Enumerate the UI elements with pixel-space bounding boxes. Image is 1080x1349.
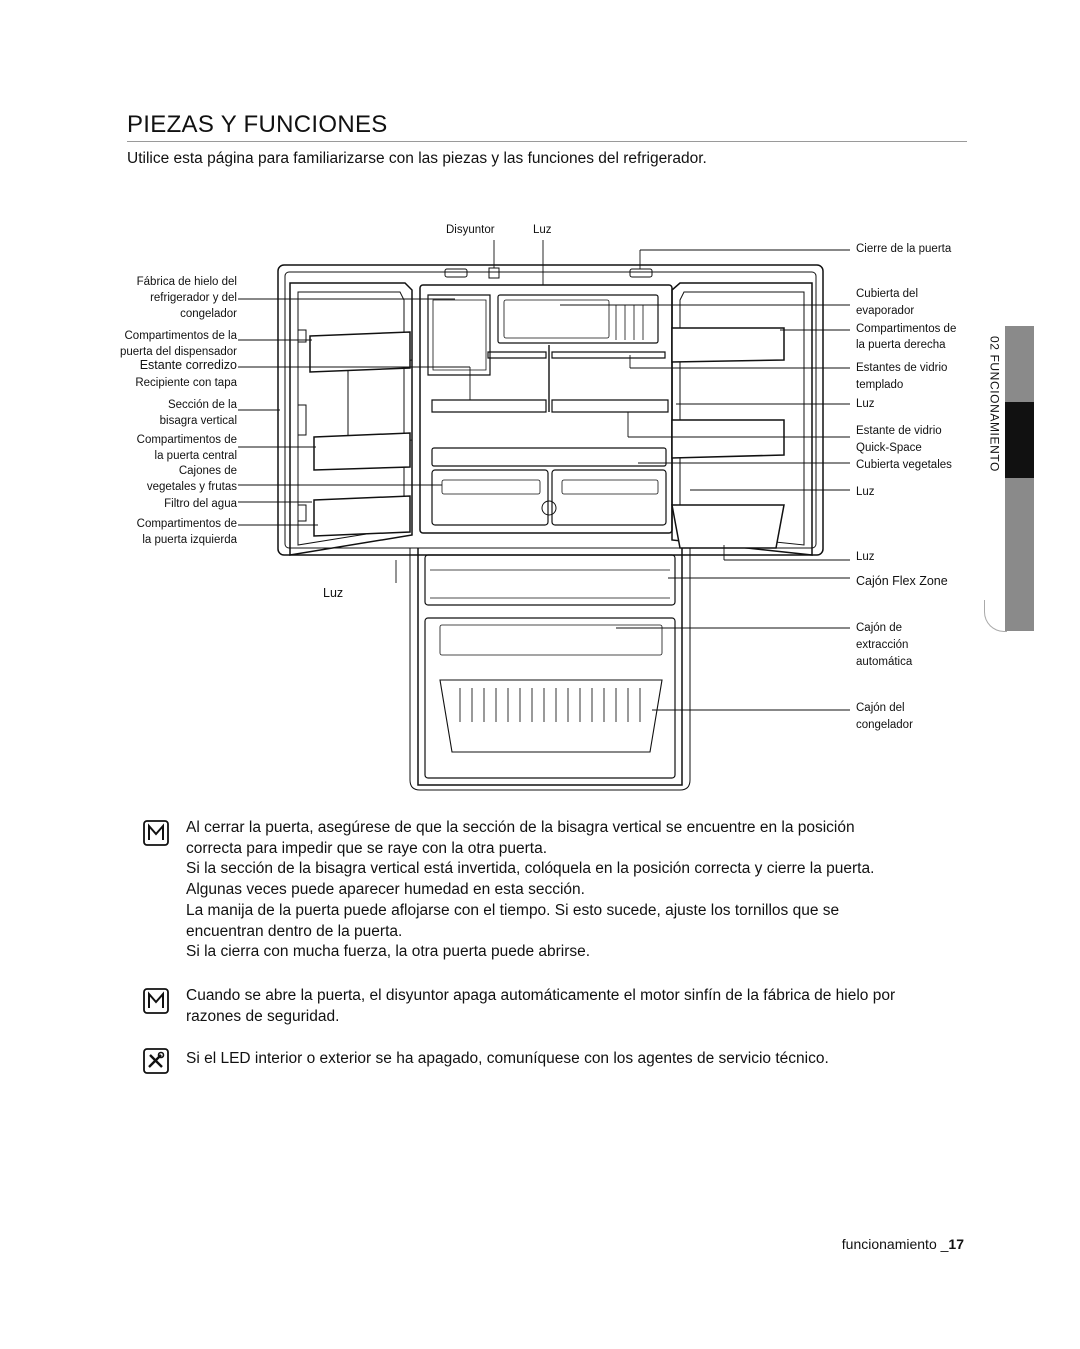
note-1-line-1: Al cerrar la puerta, asegúrese de que la…: [186, 819, 855, 836]
label-luz-right-3: Luz: [856, 551, 875, 563]
chapter-tab: [984, 326, 1005, 631]
label-compart-dispensador-2: puerta del dispensador: [120, 346, 237, 358]
label-seccion-bisagra-1: Sección de la: [167, 399, 237, 411]
label-cajon-congelador-1: Cajón del: [856, 702, 905, 714]
intro-text: Utilice esta página para familiarizarse …: [127, 150, 707, 167]
chapter-tab-gray-bottom: [1005, 478, 1034, 631]
label-compart-izquierda-2: la puerta izquierda: [142, 534, 237, 546]
label-recipiente-tapa: Recipiente con tapa: [135, 377, 237, 389]
label-fabrica-hielo-1: Fábrica de hielo del: [136, 276, 237, 288]
label-cajones-1: Cajones de: [178, 465, 237, 477]
note-icon: [143, 988, 169, 1014]
label-cajones-2: vegetales y frutas: [146, 481, 237, 493]
label-compart-izquierda-1: Compartimentos de: [136, 518, 237, 530]
footer-section: funcionamiento _: [841, 1236, 949, 1252]
label-compart-dispensador-1: Compartimentos de la: [124, 330, 238, 342]
label-luz-right-2: Luz: [856, 486, 875, 498]
label-compart-derecha-1: Compartimentos de: [856, 323, 957, 335]
note-3-line-1: Si el LED interior o exterior se ha apag…: [186, 1050, 829, 1067]
note-icon: [143, 820, 169, 846]
chapter-tab-gray-top: [1005, 326, 1034, 402]
note-block-2: Cuando se abre la puerta, el disyuntor a…: [186, 986, 946, 1027]
title-divider: [127, 141, 967, 142]
label-cubierta-evaporador-1: Cubierta del: [856, 288, 919, 300]
label-cubierta-evaporador-2: evaporador: [856, 305, 915, 317]
label-cierre-puerta: Cierre de la puerta: [856, 243, 952, 255]
note-1-line-3: Si la sección de la bisagra vertical est…: [186, 860, 875, 878]
note-block-3: Si el LED interior o exterior se ha apag…: [186, 1049, 946, 1070]
label-luz-top: Luz: [533, 224, 552, 236]
label-disyuntor: Disyuntor: [446, 224, 495, 236]
note-1-line-2: correcta para impedir que se raye con la…: [186, 839, 547, 857]
label-compart-derecha-2: la puerta derecha: [856, 339, 946, 351]
label-quick-space-2: Quick-Space: [856, 442, 922, 454]
page-footer: funcionamiento _17: [842, 1236, 964, 1252]
note-1-line-4: Algunas veces puede aparecer humedad en …: [186, 881, 585, 899]
label-fabrica-hielo-3: congelador: [180, 308, 237, 320]
label-seccion-bisagra-2: bisagra vertical: [159, 415, 237, 427]
label-cajon-congelador-2: congelador: [856, 719, 913, 731]
page-title: PIEZAS Y FUNCIONES: [127, 111, 388, 138]
label-cubierta-vegetales: Cubierta vegetales: [856, 459, 952, 471]
label-cajon-extraccion-1: Cajón de: [856, 622, 903, 634]
chapter-tab-label: 02 FUNCIONAMIENTO: [987, 336, 1002, 472]
label-cajon-extraccion-2: extracción: [856, 639, 909, 651]
note-1-line-6: encuentran dentro de la puerta.: [186, 922, 403, 940]
label-cajon-flex-zone: Cajón Flex Zone: [856, 574, 948, 588]
label-filtro-agua: Filtro del agua: [164, 498, 237, 510]
label-luz-right-1: Luz: [856, 398, 875, 410]
label-cajon-extraccion-3: automática: [856, 656, 913, 668]
label-compart-central-1: Compartimentos de: [136, 434, 237, 446]
label-estantes-vidrio-2: templado: [856, 379, 904, 391]
label-fabrica-hielo-2: refrigerador y del: [150, 292, 237, 304]
service-tools-icon: [143, 1048, 169, 1074]
note-2-line-2: razones de seguridad.: [186, 1007, 340, 1025]
page-number: 17: [948, 1236, 964, 1252]
note-1-line-5: La manija de la puerta puede aflojarse c…: [186, 901, 840, 919]
label-estante-corredizo: Estante corredizo: [139, 358, 237, 372]
note-1-line-7: Si la cierra con mucha fuerza, la otra p…: [186, 943, 591, 961]
chapter-tab-active: [1005, 402, 1034, 478]
note-2-line-1: Cuando se abre la puerta, el disyuntor a…: [186, 987, 896, 1004]
refrigerator-diagram: [238, 240, 850, 791]
label-compart-central-2: la puerta central: [154, 450, 237, 462]
label-estantes-vidrio-1: Estantes de vidrio: [856, 362, 948, 374]
label-quick-space-1: Estante de vidrio: [856, 425, 942, 437]
label-luz-left: Luz: [323, 586, 344, 600]
note-block-1: Al cerrar la puerta, asegúrese de que la…: [186, 818, 946, 963]
